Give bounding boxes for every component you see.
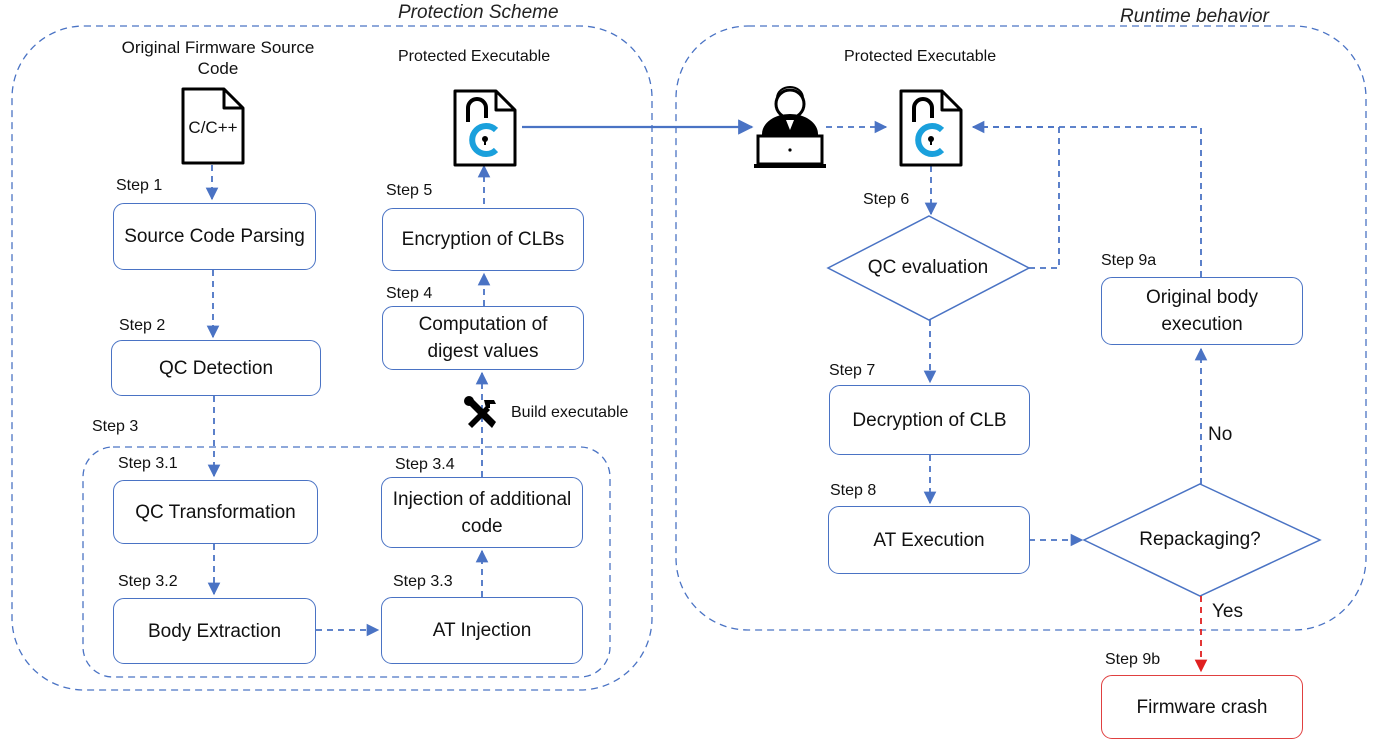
decryption-clb-box: Decryption of CLB: [829, 385, 1030, 455]
step-3-1-label: Step 3.1: [118, 455, 178, 472]
body-extraction-box: Body Extraction: [113, 598, 316, 664]
user-laptop-icon: [752, 86, 828, 170]
protected-executable-label-left: Protected Executable: [398, 48, 551, 65]
protected-executable-label-right: Protected Executable: [844, 48, 997, 65]
step-8-label: Step 8: [830, 482, 877, 499]
repackaging-diamond: [1082, 483, 1322, 597]
step-3-3-label: Step 3.3: [393, 573, 453, 590]
source-code-title: Original Firmware Source Code: [121, 38, 315, 78]
tools-icon: [462, 394, 500, 432]
protection-scheme-panel: [11, 25, 653, 691]
protected-executable-icon-right: [898, 88, 964, 168]
runtime-behavior-title: Runtime behavior: [1120, 6, 1269, 27]
qc-detection-box: QC Detection: [111, 340, 321, 396]
qc-transformation-box: QC Transformation: [113, 480, 318, 544]
source-file-icon: C/C++: [180, 86, 246, 166]
injection-additional-code-box: Injection of additional code: [381, 477, 583, 548]
runtime-behavior-panel: [675, 25, 1367, 631]
protected-executable-icon-left: [452, 88, 518, 168]
encryption-clbs-box: Encryption of CLBs: [382, 208, 584, 271]
qc-evaluation-diamond: [826, 215, 1031, 321]
step-2-label: Step 2: [119, 317, 166, 334]
edge-original-back-to-executable: [973, 126, 1202, 277]
step3-group: [82, 446, 611, 678]
computation-digest-values-box: Computation of digest values: [382, 306, 584, 370]
step-4-label: Step 4: [386, 285, 433, 302]
step-6-label: Step 6: [863, 191, 910, 208]
step-3-4-label: Step 3.4: [395, 456, 455, 473]
firmware-crash-box: Firmware crash: [1101, 675, 1303, 739]
yes-edge-label: Yes: [1212, 601, 1243, 622]
protection-scheme-title: Protection Scheme: [398, 2, 559, 23]
source-code-parsing-box: Source Code Parsing: [113, 203, 316, 270]
build-executable-label: Build executable: [511, 404, 629, 421]
source-file-text: C/C++: [188, 118, 237, 137]
at-execution-box: AT Execution: [828, 506, 1030, 574]
step-1-label: Step 1: [116, 177, 163, 194]
step-7-label: Step 7: [829, 362, 876, 379]
step-3-2-label: Step 3.2: [118, 573, 178, 590]
original-body-execution-box: Original body execution: [1101, 277, 1303, 345]
step-3-label: Step 3: [92, 418, 139, 435]
qc-evaluation-label: QC evaluation: [867, 257, 989, 278]
step-9b-label: Step 9b: [1105, 651, 1161, 668]
at-injection-box: AT Injection: [381, 597, 583, 664]
no-edge-label: No: [1208, 424, 1233, 445]
repackaging-label: Repackaging?: [1139, 529, 1261, 550]
step-5-label: Step 5: [386, 182, 433, 199]
step-9a-label: Step 9a: [1101, 252, 1157, 269]
